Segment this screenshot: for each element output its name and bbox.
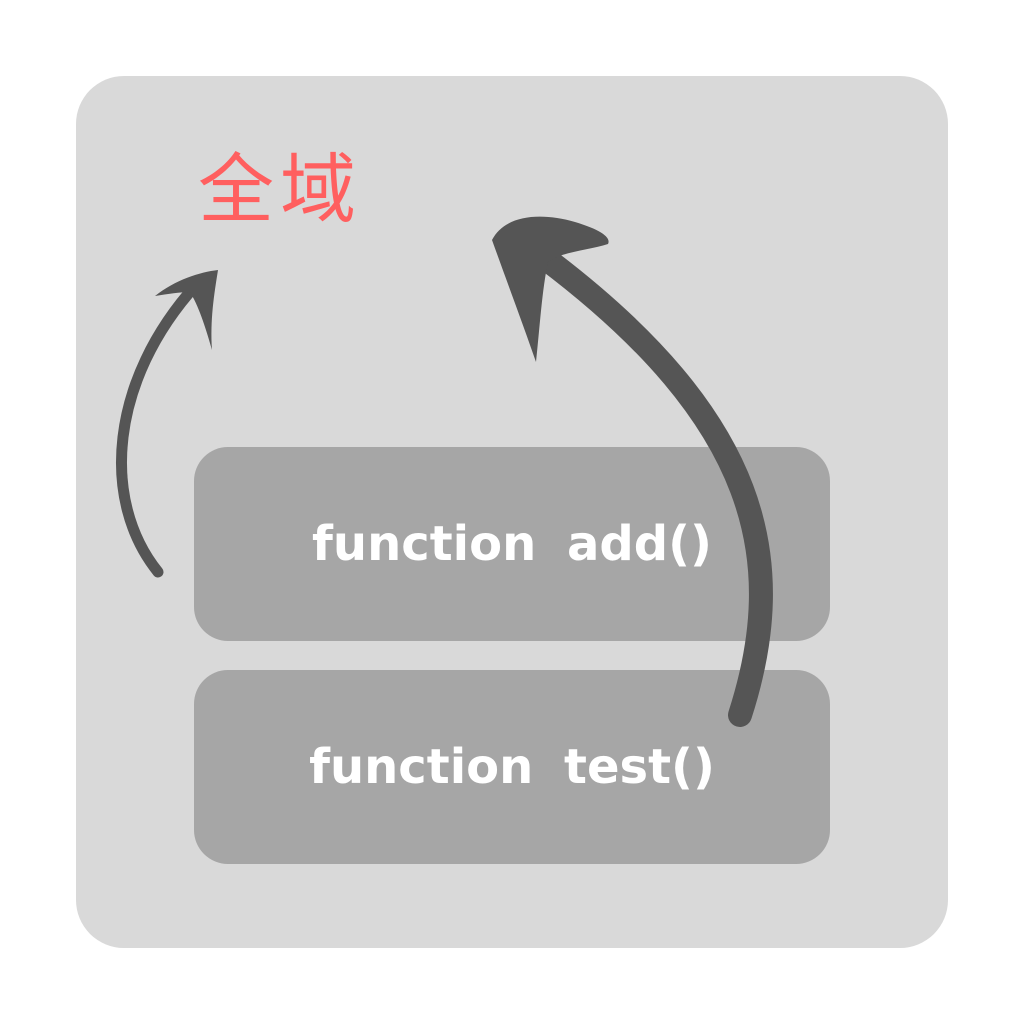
function-add-box: function add(): [194, 447, 830, 641]
global-scope-title: 全域: [198, 145, 362, 234]
function-test-label: function test(): [309, 739, 715, 795]
function-add-label: function add(): [312, 516, 712, 572]
function-test-box: function test(): [194, 670, 830, 864]
